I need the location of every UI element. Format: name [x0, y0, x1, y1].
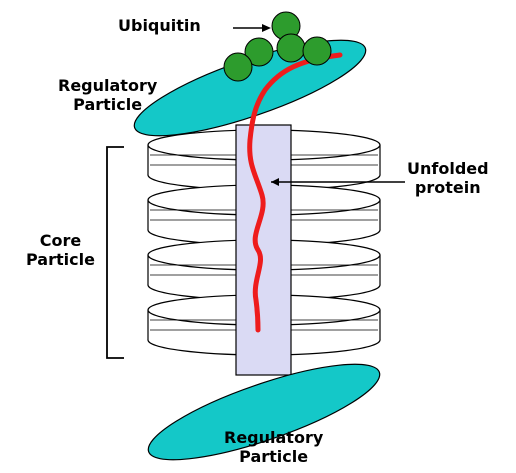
- ubiquitin-label: Ubiquitin: [118, 16, 201, 35]
- core-particle-bracket: [107, 147, 124, 358]
- ubiquitin-molecule: [303, 37, 331, 65]
- core-particle-label: Core Particle: [26, 231, 95, 269]
- ubiquitin-molecule: [277, 34, 305, 62]
- core-particle-text: Core Particle: [26, 231, 95, 269]
- regulatory-particle-top-text: Regulatory Particle: [58, 76, 157, 114]
- unfolded-protein-text: Unfolded protein: [407, 159, 489, 197]
- unfolded-protein-label: Unfolded protein: [407, 159, 489, 197]
- regulatory-particle-top-label: Regulatory Particle: [58, 76, 157, 114]
- ubiquitin-molecule: [224, 53, 252, 81]
- ubiquitin-pointer-arrowhead: [262, 24, 271, 32]
- core-channel: [236, 125, 291, 375]
- regulatory-particle-bottom-label: Regulatory Particle: [224, 428, 323, 466]
- regulatory-particle-bottom-text: Regulatory Particle: [224, 428, 323, 466]
